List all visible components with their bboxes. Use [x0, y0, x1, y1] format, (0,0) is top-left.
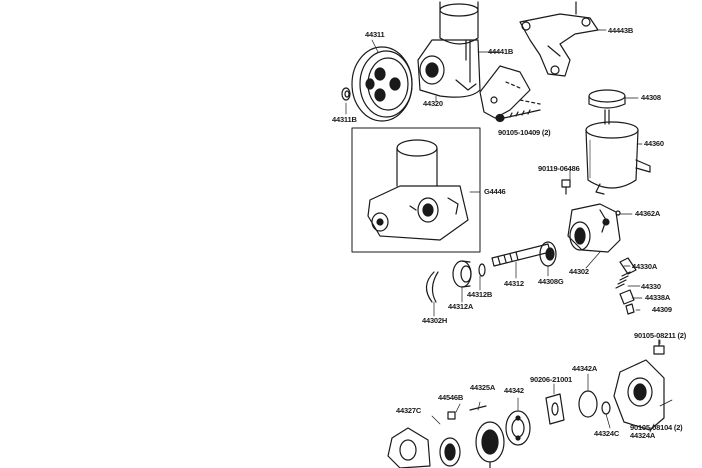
gasket-44327c: [387, 427, 431, 468]
label-44342a: 44342A: [572, 364, 598, 373]
label-90105-10409: 90105-10409 (2): [498, 128, 551, 137]
label-44330a: 44330A: [632, 262, 658, 271]
label-44312a: 44312A: [448, 302, 474, 311]
label-44302: 44302: [569, 267, 589, 276]
label-44308: 44308: [641, 93, 661, 102]
label-g4446: G4446: [484, 187, 506, 196]
label-90119: 90119-06486: [538, 164, 580, 173]
label-44312b: 44312B: [467, 290, 493, 299]
label-44443b: 44443B: [608, 26, 634, 35]
vane: [469, 405, 487, 411]
bolt-90105: [495, 109, 541, 123]
bolt-90105-right: [653, 339, 665, 355]
pump-body-44302: [567, 203, 621, 253]
leader-lines: [345, 29, 673, 433]
label-44546b: 44546B: [438, 393, 464, 402]
bracket-44443b: [519, 1, 599, 77]
label-44360: 44360: [644, 139, 664, 148]
label-44330: 44330: [641, 282, 661, 291]
label-90105-08104: 90105-08104 (2): [630, 423, 683, 432]
label-44338a: 44338A: [645, 293, 671, 302]
label-44311b: 44311B: [332, 115, 357, 124]
side-plate: [439, 437, 461, 467]
label-44441b: 44441B: [488, 47, 514, 56]
reservoir-cap: [588, 89, 626, 125]
label-44312: 44312: [504, 279, 524, 288]
rotor: [475, 421, 505, 468]
label-90105-08211: 90105-08211 (2): [634, 331, 687, 340]
label-44325a: 44325A: [470, 383, 496, 392]
oring-44342a: [578, 390, 598, 418]
seal-44308g: [539, 241, 557, 267]
inset-box: [351, 127, 481, 253]
pin-44546b: [447, 411, 456, 420]
label-44302h: 44302H: [422, 316, 448, 325]
label-44327c: 44327C: [396, 406, 422, 415]
pulley: [351, 46, 413, 122]
bracket-44441b: [479, 65, 541, 119]
plate-90206: [545, 393, 565, 425]
reservoir-44360: [585, 121, 651, 195]
label-44362a: 44362A: [635, 209, 661, 218]
label-90206: 90206-21001: [530, 375, 573, 384]
nut-44311b: [341, 87, 351, 101]
label-44342: 44342: [504, 386, 524, 395]
label-44320: 44320: [423, 99, 443, 108]
snap-ring-44302h: [425, 271, 439, 303]
label-44308g: 44308G: [538, 277, 564, 286]
ring-44312b: [478, 263, 486, 277]
label-44309: 44309: [652, 305, 672, 314]
pump-assembly-top: [417, 1, 481, 98]
bearing-44312b: [452, 260, 472, 288]
label-44324a: 44324A: [630, 431, 656, 440]
oring-small: [601, 401, 611, 415]
cover-44324a: [613, 359, 665, 431]
label-44324c: 44324C: [594, 429, 620, 438]
bolt-90119: [561, 179, 571, 195]
cam-ring-44342: [505, 410, 531, 446]
label-44311: 44311: [365, 30, 385, 39]
flow-control-valve: [615, 257, 637, 315]
